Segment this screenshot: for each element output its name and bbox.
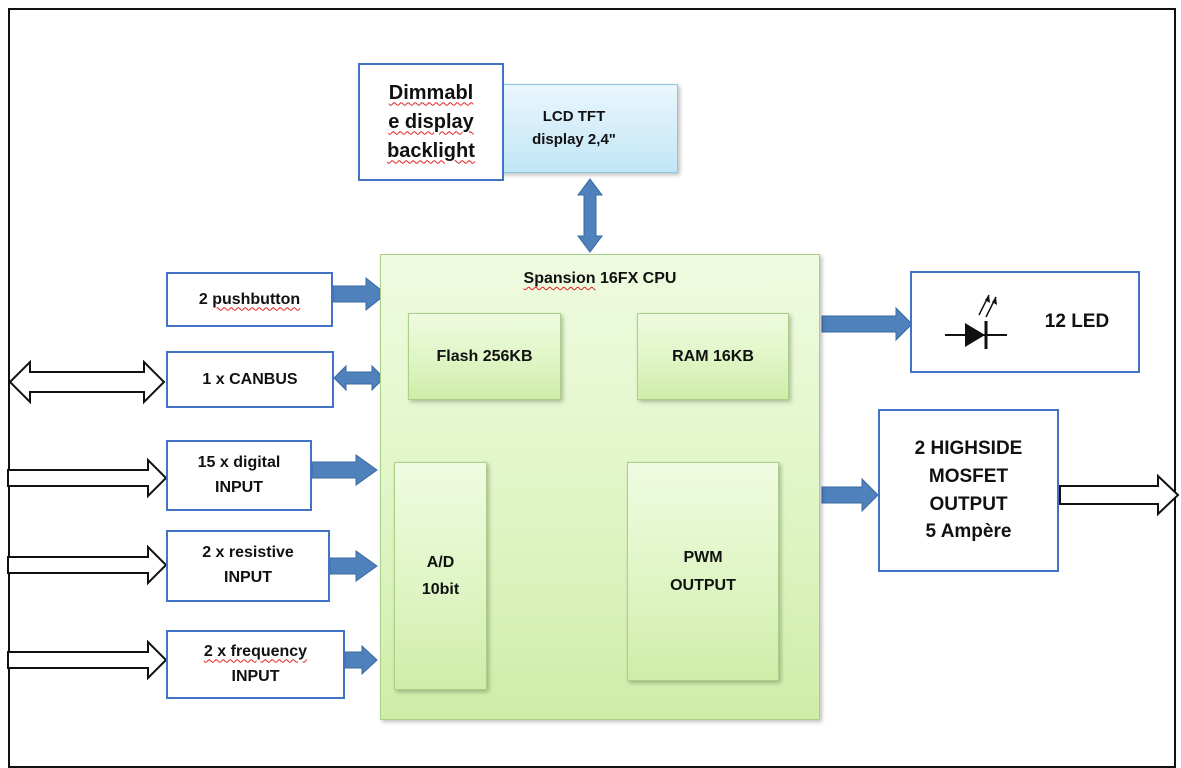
led-block: 12 LED <box>910 271 1140 373</box>
cpu-title-model: 16FX CPU <box>595 270 677 287</box>
resistive-input-arrow <box>329 550 378 582</box>
cpu-title-brand: Spansion <box>523 270 596 287</box>
pushbutton-count: 2 <box>198 290 213 308</box>
pwm-line-2: OUTPUT <box>670 576 736 594</box>
backlight-line-1: Dimmabl <box>388 81 474 104</box>
backlight-block: Dimmabl e display backlight <box>358 63 504 181</box>
frequency-input-block: 2 x frequency INPUT <box>166 630 345 699</box>
canbus-block: 1 x CANBUS <box>166 351 334 408</box>
digital-input-line-2: INPUT <box>215 478 263 496</box>
ram-block: RAM 16KB <box>637 313 789 400</box>
frequency-input-line-2: INPUT <box>231 667 280 685</box>
cpu-led-arrow <box>821 306 913 342</box>
canbus-label: 1 x CANBUS <box>202 370 298 388</box>
pushbutton-block: 2 pushbutton <box>166 272 333 327</box>
highside-line-3: OUTPUT <box>929 493 1008 515</box>
frequency-input-arrow <box>344 644 378 676</box>
ram-label: RAM 16KB <box>672 347 754 365</box>
resistive-input-line-2: INPUT <box>224 569 272 586</box>
digital-input-block: 15 x digital INPUT <box>166 440 312 511</box>
adc-line-1: A/D <box>426 553 455 571</box>
canbus-external-double-arrow <box>8 359 166 405</box>
frequency-external-arrow <box>7 639 168 681</box>
highside-output-block: 2 HIGHSIDE MOSFET OUTPUT 5 Ampère <box>878 409 1059 572</box>
frequency-input-line-1: 2 x frequency <box>203 642 308 660</box>
pwm-line-1: PWM <box>683 549 723 567</box>
lcd-cpu-double-arrow <box>577 178 603 253</box>
resistive-input-line-1: 2 x resistive <box>202 544 294 562</box>
highside-line-2: MOSFET <box>928 465 1009 487</box>
cpu-highside-arrow <box>821 477 879 513</box>
resistive-input-block: 2 x resistive INPUT <box>166 530 330 602</box>
backlight-line-3: backlight <box>387 139 475 162</box>
adc-line-2: 10bit <box>421 581 460 598</box>
lcd-line-2: display 2,4" <box>532 130 616 148</box>
canbus-cpu-double-arrow <box>333 364 385 392</box>
flash-label: Flash 256KB <box>436 347 533 365</box>
led-diode-icon <box>944 294 1007 349</box>
digital-input-text: 15 x digital <box>197 453 281 471</box>
resistive-external-arrow <box>7 544 168 586</box>
highside-external-arrow <box>1059 473 1180 517</box>
backlight-line-2: e display <box>388 110 474 133</box>
pushbutton-label: 2 pushbutton <box>199 290 300 310</box>
highside-line-4: 5 Ampère <box>925 521 1012 543</box>
flash-block: Flash 256KB <box>408 313 561 400</box>
lcd-line-1: LCD TFT <box>542 107 606 125</box>
pwm-block: PWM OUTPUT <box>627 462 779 681</box>
highside-line-1: 2 HIGHSIDE <box>914 438 1023 460</box>
digital-input-arrow <box>311 454 378 486</box>
pushbutton-word: pushbutton <box>212 290 301 308</box>
adc-block: A/D 10bit <box>394 462 487 690</box>
digital-external-arrow <box>7 457 168 499</box>
pushbutton-arrow <box>332 276 387 312</box>
cpu-title: Spansion 16FX CPU <box>524 269 677 289</box>
digital-input-line-1: 15 x digital <box>198 451 281 476</box>
led-label: 12 LED <box>1044 311 1110 333</box>
